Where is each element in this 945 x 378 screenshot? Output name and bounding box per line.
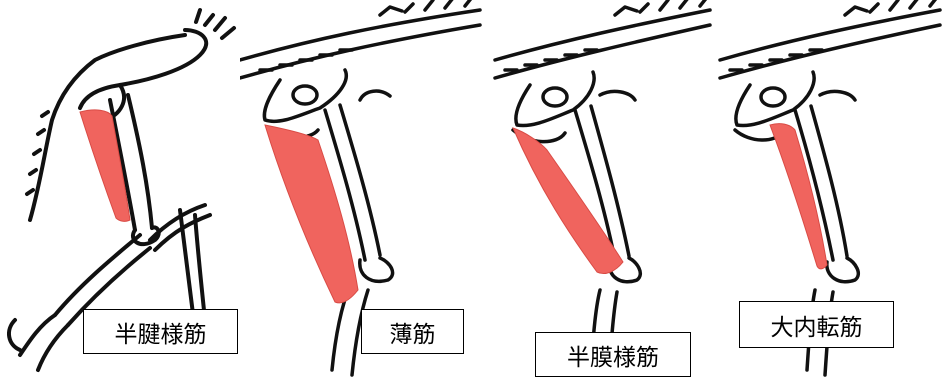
muscle-label: 大内転筋 [739, 301, 894, 348]
panel-semitendinosus: 半腱様筋 [0, 0, 240, 378]
muscle-label: 半膜様筋 [535, 332, 691, 377]
muscle-label: 薄筋 [361, 309, 464, 354]
panel-adductor-magnus: 大内転筋 [715, 0, 945, 378]
panel-semimembranosus: 半膜様筋 [485, 0, 715, 378]
muscle-label: 半腱様筋 [83, 309, 238, 354]
leg-illustration-3 [485, 0, 715, 378]
muscle-gracilis [265, 125, 358, 303]
panel-gracilis: 薄筋 [240, 0, 485, 378]
muscle-semimembranosus [513, 128, 623, 274]
